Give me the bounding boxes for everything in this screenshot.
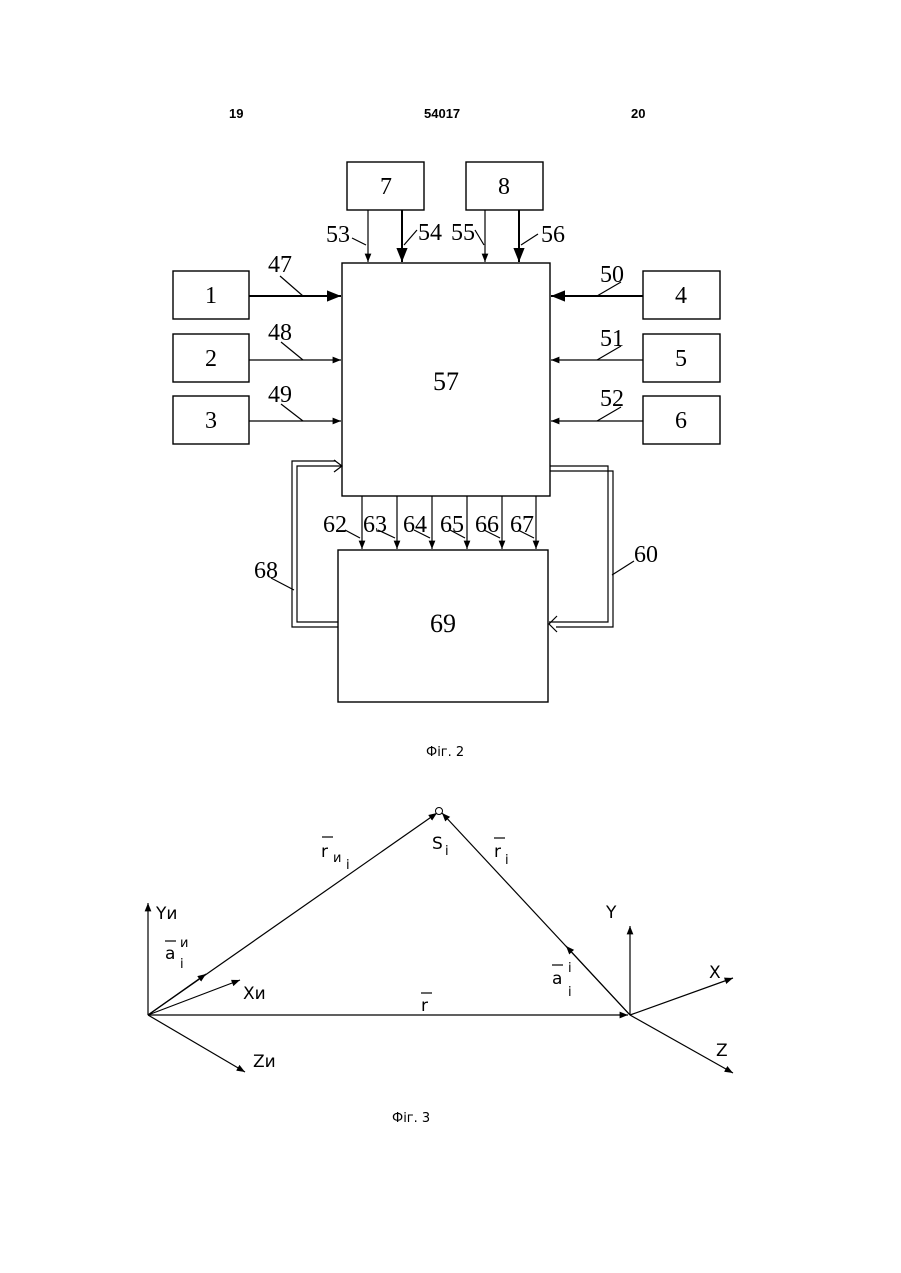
svg-text:и: и <box>180 936 188 951</box>
bus-60 <box>549 466 613 632</box>
vector-a-ui <box>148 974 206 1015</box>
axis-x-u <box>148 980 240 1015</box>
label-50: 50 <box>600 262 624 288</box>
bus-68 <box>292 460 342 627</box>
leader-55 <box>475 230 484 245</box>
leader-56 <box>521 234 538 245</box>
block-3-label: 3 <box>205 408 217 434</box>
svg-text:i: i <box>180 957 184 972</box>
label-65: 65 <box>440 512 464 538</box>
label-54: 54 <box>418 220 442 246</box>
svg-text:и: и <box>333 851 341 866</box>
svg-text:i: i <box>505 853 509 868</box>
label-49: 49 <box>268 382 292 408</box>
block-69-label: 69 <box>430 609 456 638</box>
svg-text:a: a <box>552 969 562 989</box>
leader-54 <box>404 230 417 245</box>
label-60: 60 <box>634 542 658 568</box>
fig2-caption: Фіг. 2 <box>426 745 464 760</box>
label-55: 55 <box>451 220 475 246</box>
fig3-caption: Фіг. 3 <box>392 1111 430 1126</box>
label-64: 64 <box>403 512 427 538</box>
svg-text:S: S <box>432 834 443 854</box>
leader-62 <box>345 530 360 538</box>
block-8-label: 8 <box>498 174 510 200</box>
block-7-label: 7 <box>380 174 392 200</box>
block-2-label: 2 <box>205 346 217 372</box>
svg-text:r: r <box>321 842 328 862</box>
label-47: 47 <box>268 252 292 278</box>
label-66: 66 <box>475 512 499 538</box>
svg-text:i: i <box>445 844 449 859</box>
axis-x <box>630 978 733 1015</box>
label-62: 62 <box>323 512 347 538</box>
block-1-label: 1 <box>205 283 217 309</box>
label-r-i: r i <box>494 838 509 868</box>
label-axis-y: Y <box>605 903 617 923</box>
label-68: 68 <box>254 558 278 584</box>
label-r-ui: r и i <box>321 837 350 873</box>
svg-text:a: a <box>165 944 175 964</box>
svg-text:r: r <box>421 996 428 1016</box>
leader-60 <box>612 561 634 575</box>
label-r: r <box>421 993 432 1016</box>
label-63: 63 <box>363 512 387 538</box>
label-48: 48 <box>268 320 292 346</box>
label-axis-x-u: Xи <box>243 984 266 1004</box>
label-56: 56 <box>541 222 565 248</box>
svg-text:r: r <box>494 842 501 862</box>
block-5-label: 5 <box>675 346 687 372</box>
label-53: 53 <box>326 222 350 248</box>
svg-text:i: i <box>568 961 572 976</box>
axis-z-u <box>148 1015 245 1072</box>
leader-47 <box>280 276 303 296</box>
block-6-label: 6 <box>675 408 687 434</box>
label-axis-x: X <box>709 963 721 983</box>
label-axis-y-u: Yи <box>155 904 177 924</box>
label-51: 51 <box>600 326 624 352</box>
figure-2: 7 8 1 2 3 4 5 6 57 69 <box>173 162 720 760</box>
label-a-i: a i i <box>552 961 572 1000</box>
point-s-marker <box>436 808 443 815</box>
block-4-label: 4 <box>675 283 687 309</box>
label-52: 52 <box>600 386 624 412</box>
label-axis-z: Z <box>716 1041 728 1061</box>
svg-text:i: i <box>568 985 572 1000</box>
label-axis-z-u: Zи <box>253 1052 276 1072</box>
vector-a-i <box>566 946 630 1015</box>
svg-text:i: i <box>346 858 350 873</box>
label-67: 67 <box>510 512 534 538</box>
label-s-i: S i <box>432 834 449 859</box>
leader-53 <box>352 238 366 245</box>
block-57-label: 57 <box>433 367 459 396</box>
figure-3: r и i S i r i r a и i a i i Y <box>148 808 733 1127</box>
label-a-ui: a и i <box>165 936 188 972</box>
